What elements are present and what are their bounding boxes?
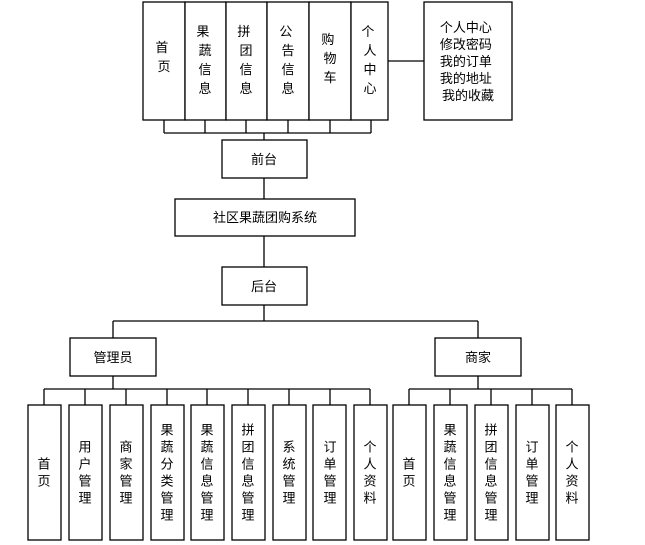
admin-module-box: 果蔬分类管理: [150, 404, 185, 541]
role-label: 商家: [465, 350, 491, 366]
module-label: 拼团信息管理: [484, 424, 497, 524]
role-label: 管理员: [93, 351, 132, 366]
admin-module-box: 系统管理: [272, 404, 307, 541]
frontend-module-home: 首 页: [142, 1, 186, 121]
module-label: 购 物车: [321, 32, 338, 86]
admin-modules: 首页 用户管理 商家管理 果蔬分类管理 果蔬信息管理 拼团信息管理 系统管理: [27, 404, 388, 541]
connectors: [43, 60, 573, 405]
merchant-module-box: 个人资料: [555, 404, 590, 541]
admin-module-box: 果蔬信息管理: [190, 404, 225, 541]
admin-module-box: 用户管理: [68, 404, 103, 541]
merchant-modules: 首页 果蔬信息管理 拼团信息管理 订单管理 个人资料: [392, 404, 590, 541]
admin-module-box: 订单管理: [312, 404, 347, 541]
admin-module-box: 商家管理: [109, 404, 144, 541]
merchant-module-box: 拼团信息管理: [474, 404, 509, 541]
frontend-module-personal-center: 个 人中心: [350, 1, 389, 121]
module-label: 首页: [37, 458, 50, 490]
frontend-module-shopping-cart: 购 物车: [308, 1, 352, 121]
merchant-module-box: 订单管理: [515, 404, 550, 541]
module-label: 拼团信息管理: [241, 424, 254, 524]
backend-node: 后台: [221, 266, 308, 306]
module-label: 个人资料: [565, 441, 578, 507]
module-label: 个 人中心: [361, 25, 378, 97]
frontend-module-group-buy-info: 拼 团信息: [225, 1, 268, 121]
merchant-module-box: 果蔬信息管理: [433, 404, 468, 541]
personal-center-list: 个人中心 修改密码 我的订单 我的地址 我的收藏: [423, 1, 513, 121]
admin-module-box: 个人资料: [353, 404, 388, 541]
module-label: 商家管理: [119, 441, 132, 507]
frontend-label: 前台: [251, 152, 277, 168]
module-label: 用户管理: [78, 441, 91, 507]
system-name: 社区果蔬团购系统: [213, 210, 317, 226]
module-label: 果蔬信息管理: [443, 424, 456, 524]
module-label: 拼 团信息: [237, 25, 254, 97]
module-label: 系统管理: [282, 441, 295, 507]
merchant-module-box: 首页: [392, 404, 427, 541]
module-label: 订单管理: [323, 441, 336, 507]
module-label: 公 告信息: [279, 25, 296, 97]
frontend-node: 前台: [221, 139, 308, 179]
role-merchant: 商家: [434, 337, 522, 377]
module-label: 果蔬信息管理: [200, 424, 213, 524]
system-node: 社区果蔬团购系统: [174, 198, 356, 237]
admin-module-box: 首页: [27, 404, 62, 541]
module-label: 订单管理: [525, 441, 538, 507]
frontend-module-announcement-info: 公 告信息: [266, 1, 310, 121]
backend-label: 后台: [251, 280, 277, 295]
module-label: 首页: [402, 458, 415, 490]
module-label: 果蔬分类管理: [160, 424, 173, 524]
admin-module-box: 拼团信息管理: [231, 404, 266, 541]
frontend-module-produce-info: 果 蔬信息: [184, 1, 227, 121]
module-label: 果 蔬信息: [196, 25, 213, 97]
role-admin: 管理员: [69, 337, 157, 377]
module-label: 个人资料: [363, 441, 376, 507]
personal-center-items: 个人中心 修改密码 我的订单 我的地址 我的收藏: [440, 21, 496, 104]
module-label: 首 页: [155, 41, 172, 75]
